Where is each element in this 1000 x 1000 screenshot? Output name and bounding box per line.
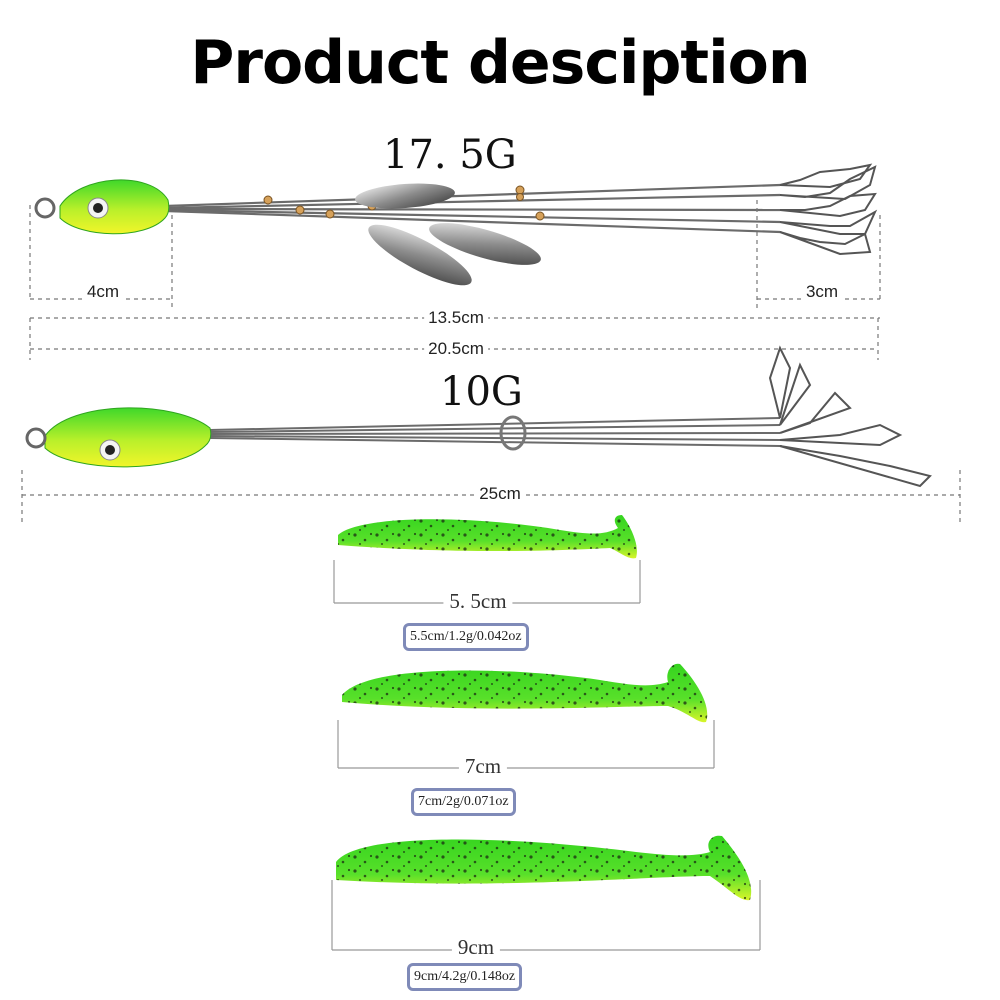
rig-1-umbrella-lure bbox=[34, 163, 878, 286]
rig-2-umbrella-lure bbox=[25, 345, 932, 488]
soft-bait-small bbox=[338, 515, 637, 559]
rig-2-total-length: 25cm bbox=[475, 484, 525, 504]
soft-bait-large bbox=[336, 835, 752, 901]
bait-large-dimension bbox=[331, 880, 761, 951]
rig-2-weight: 10G bbox=[440, 369, 523, 415]
bait-small-spec: 5.5cm/1.2g/0.042oz bbox=[403, 623, 529, 651]
bait-small-length: 5. 5cm bbox=[443, 589, 513, 614]
rig-1-head-length: 4cm bbox=[82, 282, 124, 302]
spinner-blades bbox=[355, 183, 541, 286]
soft-bait-medium bbox=[342, 663, 708, 723]
rig-1-wire-length: 13.5cm bbox=[424, 308, 488, 328]
rig-2-dimension-lines bbox=[21, 470, 961, 525]
jig-head-2 bbox=[25, 407, 212, 468]
bait-medium-length: 7cm bbox=[458, 754, 508, 779]
rig-1-clip-length: 3cm bbox=[801, 282, 843, 302]
bait-large-spec: 9cm/4.2g/0.148oz bbox=[407, 963, 523, 991]
page-title: Product desciption bbox=[190, 28, 810, 98]
bait-medium-spec: 7cm/2g/0.071oz bbox=[411, 788, 516, 816]
jig-head-1 bbox=[34, 179, 170, 235]
bait-large-length: 9cm bbox=[451, 935, 501, 960]
bait-medium-dimension bbox=[337, 720, 715, 769]
rig-1-weight: 17. 5G bbox=[383, 132, 517, 178]
rig-1-total-length: 20.5cm bbox=[424, 339, 488, 359]
